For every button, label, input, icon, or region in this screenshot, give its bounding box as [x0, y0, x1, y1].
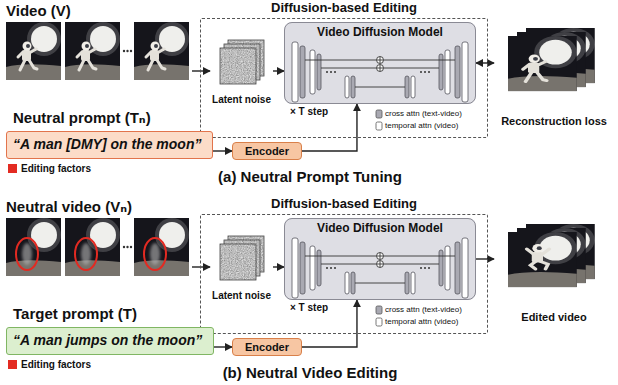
region-heading: Diffusion-based Editing: [271, 0, 417, 16]
prompt-heading: Neutral prompt (Tₙ): [13, 109, 151, 127]
video-frames: Neutral video (Vₙ): [4, 196, 192, 280]
encoder-box: Encoder: [232, 142, 302, 160]
prompt-box: Target prompt (T)“A man jumps on the moo…: [6, 327, 214, 355]
legend-entry: temporal attn (video): [385, 316, 458, 327]
latent-noise: Latent noise: [210, 36, 273, 106]
legend-entry: Editing factors: [8, 162, 91, 175]
output-frames: Reconstruction loss: [494, 24, 614, 128]
video-frames: Video (V): [4, 0, 192, 84]
legend-text: Editing factors: [21, 358, 91, 371]
legend-text: temporal attn (video): [385, 316, 458, 327]
legend-text: Editing factors: [21, 162, 91, 175]
connector-arrow: [213, 150, 232, 151]
prompt-text: “A man jumps on the moon”: [13, 328, 202, 352]
panel-caption-anchor: (a) Neutral Prompt Tuning: [150, 168, 470, 186]
connector-arrow: [273, 266, 284, 267]
connector-arrow: [192, 70, 210, 71]
legend-entry: cross attn (text-video): [385, 304, 462, 315]
legend-text: temporal attn (video): [385, 120, 458, 131]
video-diffusion-model: Video Diffusion Model: [284, 218, 476, 300]
prompt-heading: Target prompt (T): [13, 305, 137, 323]
model-title: Video Diffusion Model: [317, 221, 443, 236]
model-title: Video Diffusion Model: [317, 25, 443, 40]
noise-label: Latent noise: [212, 94, 271, 106]
editing-region: Diffusion-based EditingLatent noiseVideo…: [200, 18, 488, 138]
step-count-anchor: × T step: [290, 302, 328, 314]
noise-label: Latent noise: [212, 290, 271, 302]
legend-swatch: [8, 164, 17, 173]
editing-region: Diffusion-based EditingLatent noiseVideo…: [200, 214, 488, 334]
connector-arrow: [476, 62, 494, 63]
panel-caption: (a) Neutral Prompt Tuning: [150, 168, 470, 186]
prompt-text: “A man [DMY] on the moon”: [13, 132, 201, 156]
latent-noise: Latent noise: [210, 232, 273, 302]
legend-text: cross attn (text-video): [385, 108, 462, 119]
output-label: Reconstruction loss: [501, 115, 607, 128]
connector-arrow: [476, 258, 494, 259]
step-count-anchor: × T step: [290, 106, 328, 118]
connector-arrow: [273, 70, 284, 71]
panel-caption-anchor: (b) Neutral Video Editing: [150, 364, 470, 382]
panel-caption: (b) Neutral Video Editing: [150, 364, 470, 382]
encoder-label: Encoder: [245, 340, 289, 354]
region-heading: Diffusion-based Editing: [271, 196, 417, 212]
connector-arrow: [214, 346, 232, 347]
encoder-label: Encoder: [245, 144, 289, 158]
output-frames: Edited video: [494, 220, 614, 324]
legend-entry: Editing factors: [8, 358, 91, 371]
output-label: Edited video: [521, 311, 586, 324]
video-heading: Video (V): [6, 2, 71, 20]
video-diffusion-model: Video Diffusion Model: [284, 22, 476, 104]
video-heading: Neutral video (Vₙ): [6, 198, 132, 216]
prompt-box: Neutral prompt (Tₙ)“A man [DMY] on the m…: [6, 131, 213, 159]
legend-text: cross attn (text-video): [385, 304, 462, 315]
legend-swatch: [8, 360, 17, 369]
step-count: × T step: [290, 106, 328, 118]
encoder-box: Encoder: [232, 338, 302, 356]
connector-arrow: [192, 266, 210, 267]
legend-entry: temporal attn (video): [385, 120, 458, 131]
step-count: × T step: [290, 302, 328, 314]
legend-entry: cross attn (text-video): [385, 108, 462, 119]
